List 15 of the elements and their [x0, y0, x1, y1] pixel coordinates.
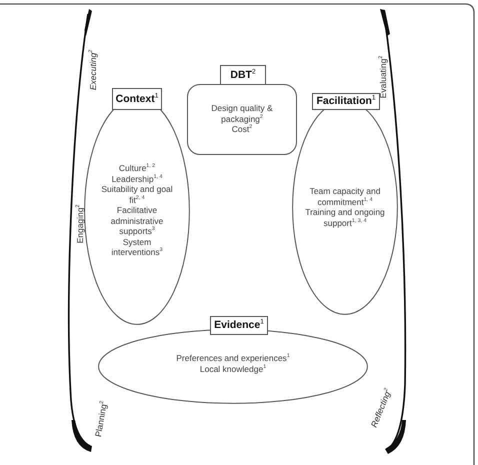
factor-text: Suitability and goal fit$^{2, 4}$ [100, 184, 174, 205]
domain-heading: Context$^{1}$ [112, 88, 162, 110]
domain-heading: Facilitation$^{1}$ [312, 93, 380, 110]
factor-text: System interventions$^{3}$ [110, 236, 164, 258]
factor-text: Preferences and experiences$^{1}$ [175, 353, 291, 364]
factor-text: Cost$^{2}$ [230, 124, 254, 134]
factor-text: Design quality & packaging$^{2}$ [210, 103, 274, 124]
factor-text: Local knowledge$^{1}$ [198, 364, 268, 374]
factor-text: Training and ongoing support$^{1, 3, 4}$ [304, 207, 386, 228]
factor-text: Leadership$^{1, 4}$ [110, 174, 164, 184]
factor-text: Culture$^{1, 2}$ [118, 163, 156, 174]
factor-text: Facilitative administrative supports$^{3}$ [110, 205, 164, 236]
domain-heading: DBT$^{2}$ [220, 65, 266, 85]
factor-text: Team capacity and commitment$^{1, 4}$ [308, 186, 382, 207]
domain-heading: Evidence$^{1}$ [210, 316, 268, 335]
